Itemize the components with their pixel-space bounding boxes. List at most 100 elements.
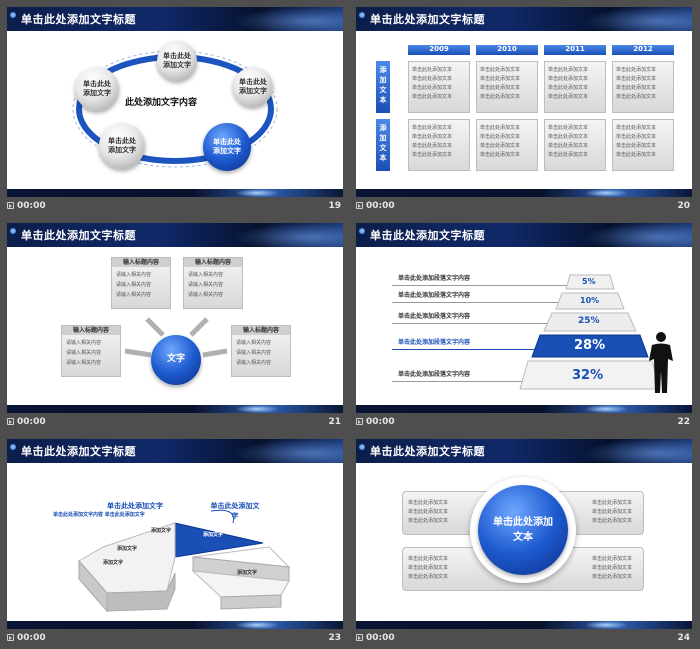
header-dot-icon bbox=[10, 228, 16, 234]
cycle-node-highlight: 单击此处添加文字 bbox=[203, 123, 251, 171]
slide-title: 单击此处添加文字标题 bbox=[21, 229, 136, 242]
slide-footer bbox=[356, 189, 692, 197]
slide-canvas: 单击此处添加文字标题 输入标题内容 请输入相关内容请输入相关内容请输入相关内容 … bbox=[7, 223, 343, 413]
cycle-node: 单击此处添加文字 bbox=[75, 67, 119, 111]
table-cell: 单击此处添加文本单击此处添加文本单击此处添加文本单击此处添加文本 bbox=[544, 61, 606, 113]
slide-timing: 00:00 bbox=[17, 201, 46, 211]
person-silhouette-icon bbox=[649, 332, 673, 393]
slide-number: 22 bbox=[677, 417, 690, 427]
slide-thumbnail-19[interactable]: 单击此处添加文字标题 此处添加文字内容 单击此处添加文字 单击此处添加文字 单击… bbox=[7, 7, 343, 217]
slide-meta: 00:00 22 bbox=[356, 415, 692, 431]
caption-subtitle: 单击此处添加文字内容 单击此处添加文字 bbox=[53, 512, 145, 518]
step-label: 单击此处添加段落文字内容 bbox=[398, 313, 471, 320]
arrow-lines bbox=[124, 317, 228, 358]
animation-icon[interactable] bbox=[7, 202, 14, 209]
slice-label: 添加文字 bbox=[117, 546, 138, 552]
content-box: 输入标题内容 请输入相关内容请输入相关内容请输入相关内容 bbox=[111, 257, 171, 309]
leader-line bbox=[392, 285, 580, 286]
slide-thumbnail-20[interactable]: 单击此处添加文字标题 2009 2010 2011 2012 添加文本 添加文本… bbox=[356, 7, 692, 217]
slide-title: 单击此处添加文字标题 bbox=[21, 445, 136, 458]
slide-number: 23 bbox=[328, 633, 341, 643]
animation-icon[interactable] bbox=[356, 202, 363, 209]
year-header: 2009 bbox=[408, 45, 470, 55]
table-cell: 单击此处添加文本单击此处添加文本单击此处添加文本单击此处添加文本 bbox=[476, 119, 538, 171]
slide-meta: 00:00 19 bbox=[7, 199, 343, 215]
header-dot-icon bbox=[10, 12, 16, 18]
leader-line bbox=[392, 381, 548, 382]
percent-label: 5% bbox=[582, 277, 596, 286]
center-sphere: 单击此处添加文本 bbox=[478, 485, 568, 575]
step-label: 单击此处添加段落文字内容 bbox=[398, 339, 471, 346]
slide-header: 单击此处添加文字标题 bbox=[7, 7, 343, 31]
cycle-node: 单击此处添加文字 bbox=[99, 123, 145, 169]
table-cell: 单击此处添加文本单击此处添加文本单击此处添加文本单击此处添加文本 bbox=[476, 61, 538, 113]
percent-label: 10% bbox=[580, 296, 600, 305]
animation-icon[interactable] bbox=[7, 634, 14, 641]
slide-meta: 00:00 24 bbox=[356, 631, 692, 647]
cycle-node: 单击此处添加文字 bbox=[233, 67, 273, 107]
step-label: 单击此处添加段落文字内容 bbox=[398, 292, 471, 299]
animation-icon[interactable] bbox=[356, 634, 363, 641]
slide-thumbnail-23[interactable]: 单击此处添加文字标题 单击此处添加文字 单击此处添加文字内容 单击此处添加文字 … bbox=[7, 439, 343, 649]
header-dot-icon bbox=[359, 444, 365, 450]
slide-meta: 00:00 23 bbox=[7, 631, 343, 647]
slide-meta: 00:00 21 bbox=[7, 415, 343, 431]
center-text: 此处添加文字内容 bbox=[125, 98, 198, 108]
slice-label: 添加文字 bbox=[237, 570, 258, 576]
slide-footer bbox=[7, 621, 343, 629]
slide-thumbnail-21[interactable]: 单击此处添加文字标题 输入标题内容 请输入相关内容请输入相关内容请输入相关内容 … bbox=[7, 223, 343, 433]
percent-label: 32% bbox=[572, 368, 604, 383]
leader-line bbox=[392, 323, 562, 324]
slide-timing: 00:00 bbox=[17, 633, 46, 643]
leader-line bbox=[392, 349, 552, 350]
caption-title: 单击此处添加文字 bbox=[107, 502, 163, 510]
slide-title: 单击此处添加文字标题 bbox=[21, 13, 136, 26]
slide-number: 24 bbox=[677, 633, 690, 643]
row-label: 添加文本 bbox=[376, 61, 390, 113]
panel-text: 单击此处添加文本单击此处添加文本单击此处添加文本 bbox=[408, 556, 449, 580]
year-header: 2010 bbox=[476, 45, 538, 55]
slide-canvas: 单击此处添加文字标题 单击此处添加段落文字内容 单击此处添加段落文字内容 单击此… bbox=[356, 223, 692, 413]
slide-number: 19 bbox=[328, 201, 341, 211]
slide-footer bbox=[356, 405, 692, 413]
slide-number: 21 bbox=[328, 417, 341, 427]
slide-footer bbox=[7, 405, 343, 413]
year-header: 2011 bbox=[544, 45, 606, 55]
slide-canvas: 单击此处添加文字标题 单击此处添加文字 单击此处添加文字内容 单击此处添加文字 … bbox=[7, 439, 343, 629]
pie-3d bbox=[78, 509, 291, 613]
table-cell: 单击此处添加文本单击此处添加文本单击此处添加文本单击此处添加文本 bbox=[612, 119, 674, 171]
pyramid bbox=[519, 274, 661, 390]
table-cell: 单击此处添加文本单击此处添加文本单击此处添加文本单击此处添加文本 bbox=[408, 119, 470, 171]
animation-icon[interactable] bbox=[356, 418, 363, 425]
slide-title: 单击此处添加文字标题 bbox=[370, 13, 485, 26]
percent-label: 28% bbox=[574, 338, 606, 353]
panel-text: 单击此处添加文本单击此处添加文本单击此处添加文本 bbox=[408, 500, 449, 524]
panel-text: 单击此处添加文本单击此处添加文本单击此处添加文本 bbox=[592, 556, 633, 580]
slide-meta: 00:00 20 bbox=[356, 199, 692, 215]
slide-title: 单击此处添加文字标题 bbox=[370, 445, 485, 458]
slide-thumbnail-24[interactable]: 单击此处添加文字标题 单击此处添加文本单击此处添加文本单击此处添加文本 单击此处… bbox=[356, 439, 692, 649]
table-cell: 单击此处添加文本单击此处添加文本单击此处添加文本单击此处添加文本 bbox=[612, 61, 674, 113]
slide-thumbnail-22[interactable]: 单击此处添加文字标题 单击此处添加段落文字内容 单击此处添加段落文字内容 单击此… bbox=[356, 223, 692, 433]
header-dot-icon bbox=[10, 444, 16, 450]
cycle-node: 单击此处添加文字 bbox=[157, 41, 197, 81]
slide-footer bbox=[7, 189, 343, 197]
step-label: 单击此处添加段落文字内容 bbox=[398, 371, 471, 378]
content-box: 输入标题内容 请输入相关内容请输入相关内容请输入相关内容 bbox=[61, 325, 121, 377]
slide-canvas: 单击此处添加文字标题 2009 2010 2011 2012 添加文本 添加文本… bbox=[356, 7, 692, 197]
slice-label: 添加文字 bbox=[203, 532, 224, 538]
content-box: 输入标题内容 请输入相关内容请输入相关内容请输入相关内容 bbox=[183, 257, 243, 309]
leader-line bbox=[392, 302, 572, 303]
slide-canvas: 单击此处添加文字标题 单击此处添加文本单击此处添加文本单击此处添加文本 单击此处… bbox=[356, 439, 692, 629]
slide-timing: 00:00 bbox=[17, 417, 46, 427]
content-box: 输入标题内容 请输入相关内容请输入相关内容请输入相关内容 bbox=[231, 325, 291, 377]
animation-icon[interactable] bbox=[7, 418, 14, 425]
callout-label: 单击此处添加文字 bbox=[210, 502, 260, 520]
slide-timing: 00:00 bbox=[366, 417, 395, 427]
slide-header: 单击此处添加文字标题 bbox=[356, 439, 692, 463]
slide-timing: 00:00 bbox=[366, 201, 395, 211]
slice-label: 添加文字 bbox=[151, 528, 172, 534]
header-dot-icon bbox=[359, 228, 365, 234]
panel-text: 单击此处添加文本单击此处添加文本单击此处添加文本 bbox=[592, 500, 633, 524]
slide-canvas: 单击此处添加文字标题 此处添加文字内容 单击此处添加文字 单击此处添加文字 单击… bbox=[7, 7, 343, 197]
